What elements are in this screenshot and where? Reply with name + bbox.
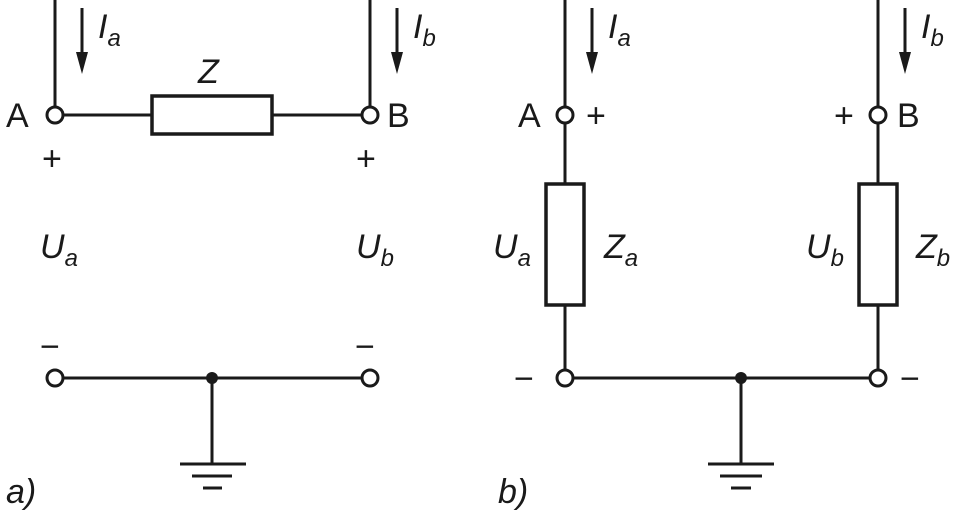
label-ia: Ia [98, 8, 121, 52]
terminal-a [45, 105, 65, 125]
label-b-ua: Ua [493, 228, 531, 272]
impedance-z-box [150, 94, 274, 136]
caption-a: a) [6, 473, 36, 511]
label-b-za: Za [603, 228, 638, 272]
terminal-b-bottom [360, 368, 380, 388]
label-b-node-b: B [897, 97, 920, 135]
arrow-b-ib-head-icon [899, 52, 911, 74]
arrow-ib-head-icon [391, 52, 403, 74]
label-ib: Ib [413, 8, 436, 52]
terminal-b [360, 105, 380, 125]
arrow-ia-head-icon [76, 52, 88, 74]
terminal-b-a-bottom [555, 368, 575, 388]
label-b-zb: Zb [915, 228, 950, 272]
impedance-zb-box [857, 182, 899, 307]
terminal-b-b [868, 105, 888, 125]
label-ub: Ub [356, 228, 394, 272]
label-node-a: A [6, 97, 29, 135]
label-z: Z [197, 53, 220, 91]
arrow-b-ia-head-icon [586, 52, 598, 74]
plus-a: + [42, 140, 62, 178]
diagram-a: Ia Ib Z A B + + Ua Ub − − a) [6, 0, 436, 511]
minus-a: − [40, 328, 60, 366]
plus-b-a: + [586, 97, 606, 135]
diagram-b: Ia Ib A + + B Ua Za Ub Zb − − b) [493, 0, 950, 511]
terminal-a-bottom [45, 368, 65, 388]
label-b-node-a: A [518, 97, 541, 135]
label-b-ub: Ub [806, 228, 844, 272]
caption-b: b) [498, 473, 528, 511]
terminal-b-b-bottom [868, 368, 888, 388]
plus-b-b: + [834, 97, 854, 135]
minus-b-b: − [900, 360, 920, 398]
minus-b: − [355, 328, 375, 366]
label-b-ia: Ia [608, 8, 631, 52]
plus-b: + [356, 140, 376, 178]
impedance-za-box [544, 182, 586, 307]
terminal-b-a [555, 105, 575, 125]
junction-dot-a [206, 372, 218, 384]
junction-dot-b [735, 372, 747, 384]
label-node-b: B [387, 97, 410, 135]
minus-b-a: − [514, 360, 534, 398]
label-b-ib: Ib [921, 8, 944, 52]
label-ua: Ua [40, 228, 78, 272]
